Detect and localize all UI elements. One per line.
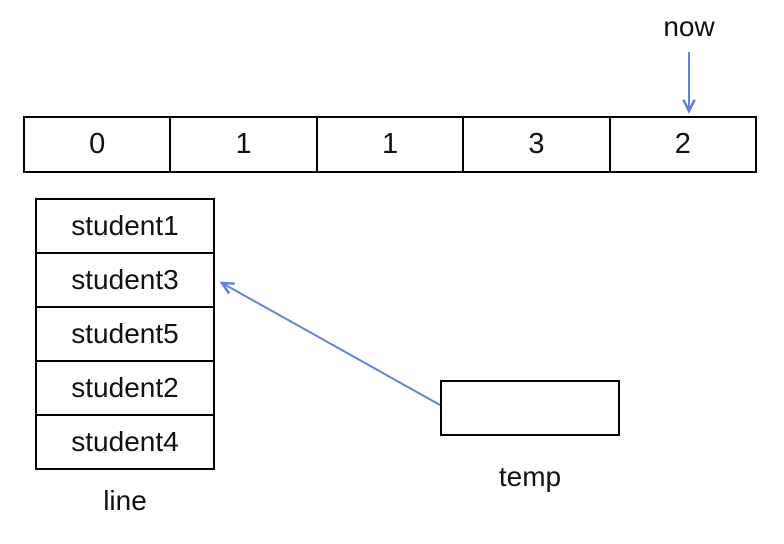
array-cell-3: 3	[462, 118, 608, 171]
line-queue: student1 student3 student5 student2 stud…	[35, 198, 215, 470]
queue-item-3: student2	[37, 362, 213, 416]
array-cell-1: 1	[169, 118, 315, 171]
temp-to-student3-arrow	[222, 283, 441, 406]
array-cell-4: 2	[608, 118, 755, 171]
array-cell-2: 1	[315, 118, 462, 171]
count-array: 0 1 1 3 2	[23, 116, 757, 173]
queue-item-1: student3	[37, 254, 213, 308]
queue-item-4: student4	[71, 426, 179, 457]
line-label: line	[103, 485, 147, 516]
array-cell-0: 0	[89, 128, 106, 160]
queue-item-2: student5	[37, 308, 213, 362]
temp-label: temp	[498, 461, 562, 492]
temp-box	[440, 380, 620, 436]
queue-item-0: student1	[37, 200, 213, 254]
now-label: now	[663, 11, 715, 42]
